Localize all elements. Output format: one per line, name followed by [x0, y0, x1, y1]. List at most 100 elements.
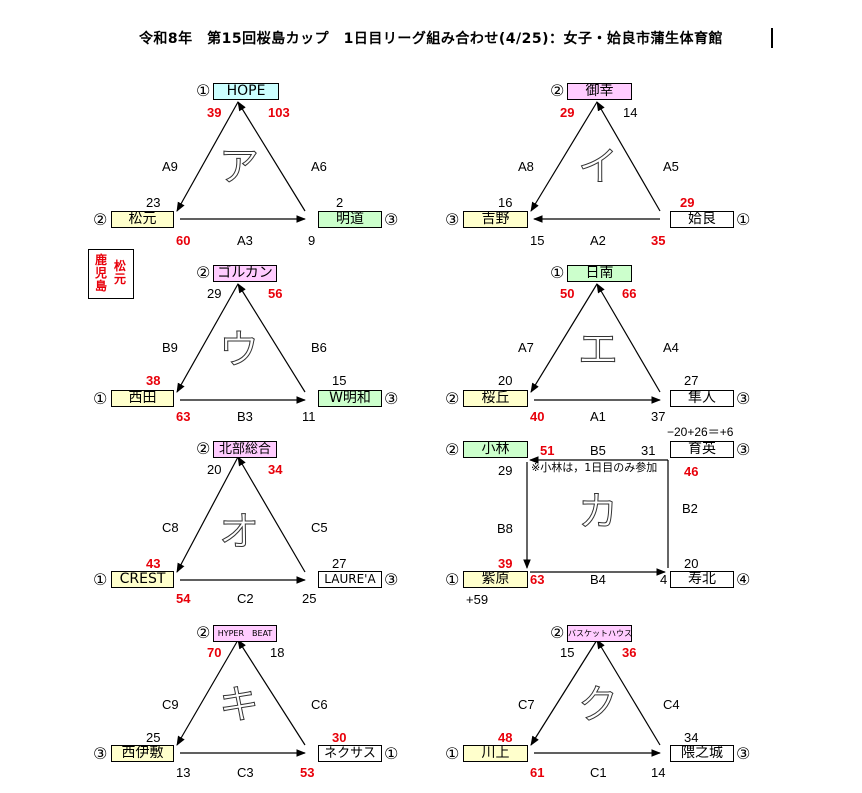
group-glyph: ア [219, 144, 260, 190]
score: 20 [207, 462, 222, 477]
score: 70 [207, 645, 222, 660]
match-code: B3 [237, 409, 253, 424]
score: 23 [146, 195, 161, 210]
stamp-col1: 松元 [113, 259, 126, 286]
group-glyph: エ [578, 327, 619, 373]
match-code: C8 [162, 520, 179, 535]
match-code: C6 [311, 697, 328, 712]
score: 27 [684, 373, 699, 388]
team-juhoku: 寿北 [670, 571, 734, 588]
seed-number: ③ [384, 389, 399, 408]
score: 40 [530, 409, 545, 424]
team-kumanojo: 隈之城 [670, 745, 734, 762]
triangle-i [530, 101, 661, 223]
score: 20 [498, 373, 513, 388]
seed-number: ② [196, 263, 211, 282]
score: 53 [300, 765, 315, 780]
team-nexus: ネクサス [318, 745, 382, 762]
team-nishida: 西田 [111, 390, 174, 407]
team-murasakibaru: 紫原 [463, 571, 528, 588]
match-code: B6 [311, 340, 327, 355]
seed-number: ③ [384, 570, 399, 589]
seed-number: ② [93, 210, 108, 229]
match-code: C4 [663, 697, 680, 712]
score: 14 [651, 765, 666, 780]
team-hope: HOPE [213, 83, 279, 100]
page-title: 令和8年 第15回桜島カップ 1日目リーグ組み合わせ(4/25)：女子・姶良市蒲… [138, 31, 724, 47]
team-hokubu-sogo: 北部総合 [213, 441, 277, 458]
triangle-o [176, 456, 306, 584]
seed-number: ③ [445, 210, 460, 229]
team-w-meiwa: W明和 [318, 390, 382, 407]
seed-number: ② [550, 623, 565, 642]
score: 29 [207, 286, 222, 301]
match-code: A9 [162, 159, 178, 174]
score: 63 [530, 572, 545, 587]
match-code: C2 [237, 591, 254, 606]
team-aira: 姶良 [670, 211, 734, 228]
score: 36 [622, 645, 637, 660]
score: 39 [498, 556, 513, 571]
triangle-a [176, 101, 306, 223]
score: 29 [498, 463, 513, 478]
team-ikuei: 育英 [670, 441, 734, 458]
match-code: B5 [590, 443, 606, 458]
group-glyph: ク [578, 682, 619, 728]
team-hayato: 隼人 [670, 390, 734, 407]
seed-number: ① [550, 263, 565, 282]
seed-number: ① [736, 210, 751, 229]
team-hyper-beat: HYPER BEAT [213, 625, 277, 642]
team-basket-house: バスケットハウス [567, 625, 632, 642]
match-code: B2 [682, 501, 698, 516]
square-ka [523, 456, 669, 576]
score: 31 [641, 443, 656, 458]
match-code: C9 [162, 697, 179, 712]
team-kobayashi: 小林 [463, 441, 528, 458]
triangle-u [176, 283, 306, 404]
seed-number: ③ [736, 389, 751, 408]
participation-note: ※小林は，1日目のみ参加 [531, 461, 658, 474]
seed-number: ① [445, 570, 460, 589]
match-code: B9 [162, 340, 178, 355]
score: 14 [623, 105, 638, 120]
score: 54 [176, 591, 191, 606]
seed-number: ③ [384, 210, 399, 229]
score: 20 [684, 556, 699, 571]
team-matsumoto: 松元 [111, 211, 174, 228]
group-glyph: キ [219, 682, 260, 728]
score: 60 [176, 233, 191, 248]
team-nichinan: 日南 [567, 265, 632, 282]
score: 9 [308, 233, 316, 248]
score: 46 [684, 464, 699, 479]
seed-number: ② [196, 623, 211, 642]
score: 15 [332, 373, 347, 388]
score: 11 [302, 409, 316, 424]
match-code: B8 [497, 521, 513, 536]
triangle-ki [176, 639, 306, 757]
score: 63 [176, 409, 191, 424]
score: 48 [498, 730, 513, 745]
team-miyuki: 御幸 [567, 83, 632, 100]
seed-number: ① [93, 570, 108, 589]
score: 27 [332, 556, 347, 571]
score: 43 [146, 556, 161, 571]
score: 25 [302, 591, 317, 606]
team-sakuragaoka: 桜丘 [463, 390, 528, 407]
score: +59 [466, 592, 489, 607]
title-divider [771, 28, 773, 48]
triangle-ku [530, 639, 661, 757]
group-glyph: イ [578, 144, 619, 190]
score: 56 [268, 286, 283, 301]
stamp-col2: 鹿児島 [94, 253, 107, 293]
score: 16 [498, 195, 513, 210]
team-kawakami: 川上 [463, 745, 528, 762]
team-nishi-ishiki: 西伊敷 [111, 745, 174, 762]
score: 38 [146, 373, 161, 388]
score: 50 [560, 286, 575, 301]
team-yoshino: 吉野 [463, 211, 528, 228]
team-meido: 明道 [318, 211, 382, 228]
match-code: C7 [518, 697, 535, 712]
seed-number: ① [93, 389, 108, 408]
match-code: A6 [311, 159, 327, 174]
seed-number: ③ [93, 744, 108, 763]
